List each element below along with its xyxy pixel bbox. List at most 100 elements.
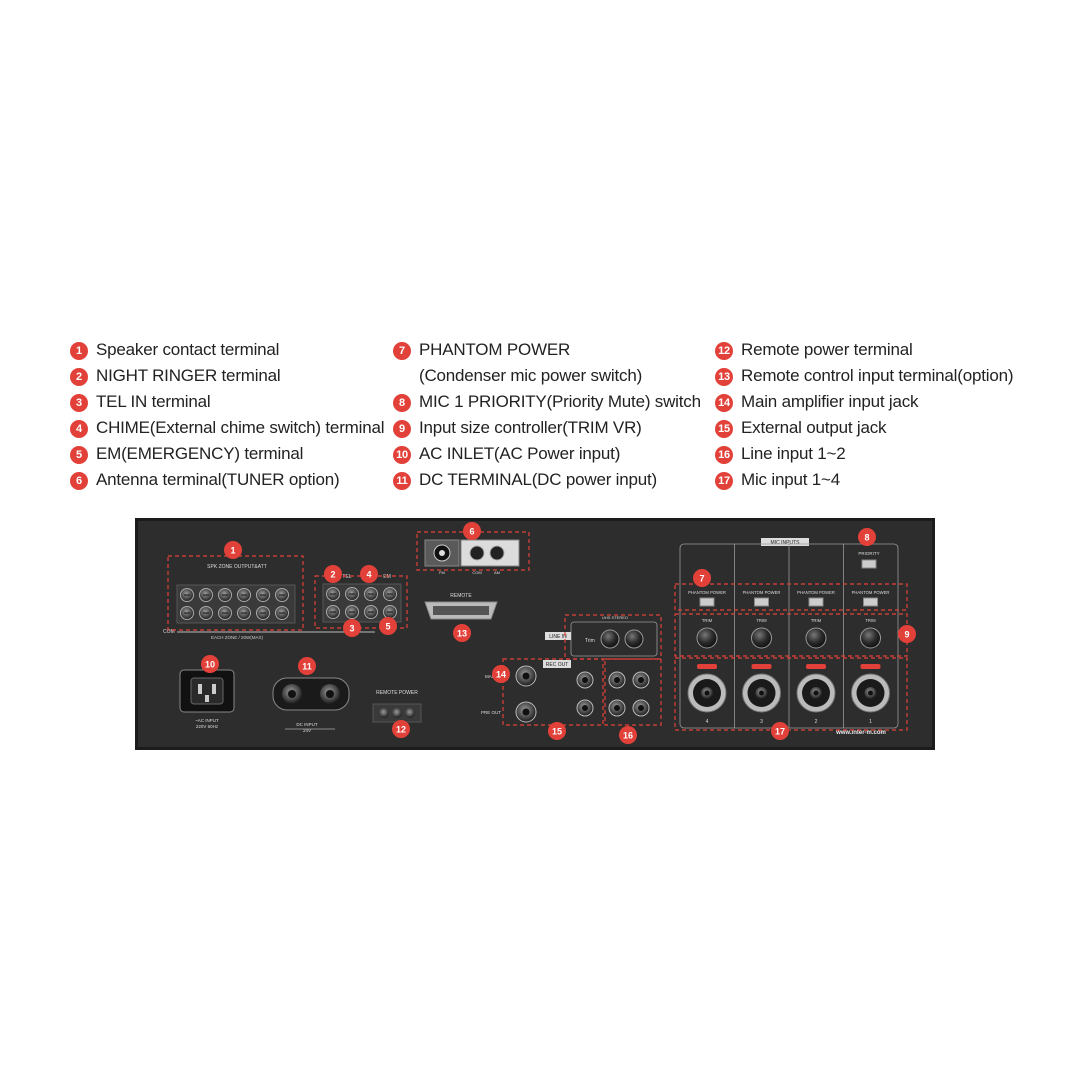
phantom-power-label: PHANTOM POWER [797,590,835,595]
em-label: EM [383,574,391,580]
legend-text: Input size controller(TRIM VR) [419,418,642,437]
number-badge: 8 [393,394,411,412]
phantom-power-label: PHANTOM POWER [852,590,890,595]
rca-jacks [576,671,650,717]
callout-number: 7 [699,574,704,584]
number-badge: 3 [70,394,88,412]
number-badge: 14 [715,394,733,412]
phantom-switch [808,597,824,607]
phantom-switch [863,597,878,607]
callout-number: 15 [552,727,562,737]
mic-trim-knob [696,627,718,649]
dc-volt-label: 24V [303,728,311,733]
number-badge: 10 [393,446,411,464]
speaker-screws [180,588,289,620]
legend-text: Antenna terminal(TUNER option) [96,470,340,489]
mic-number: 1 [869,719,872,725]
spk-zone-label: SPK ZONE OUTPUT&ATT [207,564,267,570]
callout-number: 12 [396,725,406,735]
callout-badge [343,619,361,637]
legend-text: Mic input 1~4 [741,470,840,489]
number-badge: 1 [70,342,88,360]
callout-badge [224,541,242,559]
callout-number: 4 [366,570,371,580]
mic-trim-knob [860,627,881,649]
ac-volt-label: 220V 60Hz [196,724,219,729]
legend-text: Speaker contact terminal [96,340,280,359]
mic-red-indicator [751,664,772,669]
callout-badge [298,657,316,675]
legend-text: TEL IN terminal [96,392,211,411]
legend-text: External output jack [741,418,887,437]
number-badge: 11 [393,472,411,490]
number-badge: 6 [70,472,88,490]
callout-number: 2 [330,570,335,580]
url-label: www.inter-m.com [835,730,886,736]
tel-label: TEL [342,574,351,580]
number-badge: 12 [715,342,733,360]
trim-label: TRIM [811,618,822,623]
callout-number: 6 [469,527,474,537]
com-connector [469,545,485,561]
trim-label: TRIM [756,618,767,623]
callout-number: 5 [385,622,390,632]
callout-number: 10 [205,660,215,670]
callout-number: 9 [904,630,909,640]
callout-badge [360,565,378,583]
uhs-stereo-label: UHS STEREO [602,615,628,620]
mic-number: 4 [706,719,709,725]
mic-inputs-badge [761,538,809,546]
callout-badge [379,617,397,635]
number-badge: 4 [70,420,88,438]
legend-text: EM(EMERGENCY) terminal [96,444,304,463]
mic-number: 2 [815,719,818,725]
priority-label: PRIORITY [858,551,879,556]
phantom-power-label: PHANTOM POWER [743,590,781,595]
callout-badge [548,722,566,740]
callout-badge [771,722,789,740]
number-badge: 2 [70,368,88,386]
callout-number: 1 [230,546,235,556]
dc-input-label: DC INPUT [296,722,318,727]
mic-trim-knob [805,627,827,649]
number-badge: 7 [393,342,411,360]
legend-text: CHIME(External chime switch) terminal [96,418,385,437]
legend-text: NIGHT RINGER terminal [96,366,281,385]
legend-text: Remote control input terminal(option) [741,366,1014,385]
mic-red-indicator [860,664,881,669]
legend-text: AC INLET(AC Power input) [419,444,621,463]
mic-trim-knob [751,627,772,649]
callout-badge [898,625,916,643]
line-in-label: LINE IN [549,634,567,640]
number-badge: 13 [715,368,733,386]
priority-switch [861,559,877,569]
line-trim-knob-2 [624,629,644,649]
rear-panel-diagram: SPK ZONE OUTPUT&ATT COM EACH ZONE / 20W(… [135,518,935,750]
mic-red-indicator [697,664,717,669]
line-trim-knob-1 [600,629,620,649]
line-in-badge [545,632,571,640]
number-badge: 9 [393,420,411,438]
am-label: AM [494,570,500,575]
com2-label: COM [472,570,481,575]
fm-label: FM [439,570,445,575]
am-connector [489,545,505,561]
ac-input-label: ~AC INPUT [195,718,219,723]
trim-label: TRIM [702,618,713,623]
rec-out-label: REC OUT [546,662,569,668]
callout-number: 8 [864,533,869,543]
number-badge: 17 [715,472,733,490]
number-badge: 16 [715,446,733,464]
trim-line-label: Trim [585,638,595,644]
trim-label: TRIM [865,618,876,623]
legend-text: Main amplifier input jack [741,392,919,411]
mic-channels: PHANTOM POWER TRIM 4 PHANTOM POWER TRIM 3 PHAN… [679,543,899,729]
callout-number: 11 [302,662,312,672]
com-label: COM [163,629,175,635]
callout-number: 14 [496,670,506,680]
mic-number: 3 [760,719,763,725]
callout-badge [463,522,481,540]
each-zone-label: EACH ZONE / 20W(MAX) [211,635,264,640]
legend-text-continued: (Condenser mic power switch) [419,366,643,385]
legend-text: Line input 1~2 [741,444,846,463]
